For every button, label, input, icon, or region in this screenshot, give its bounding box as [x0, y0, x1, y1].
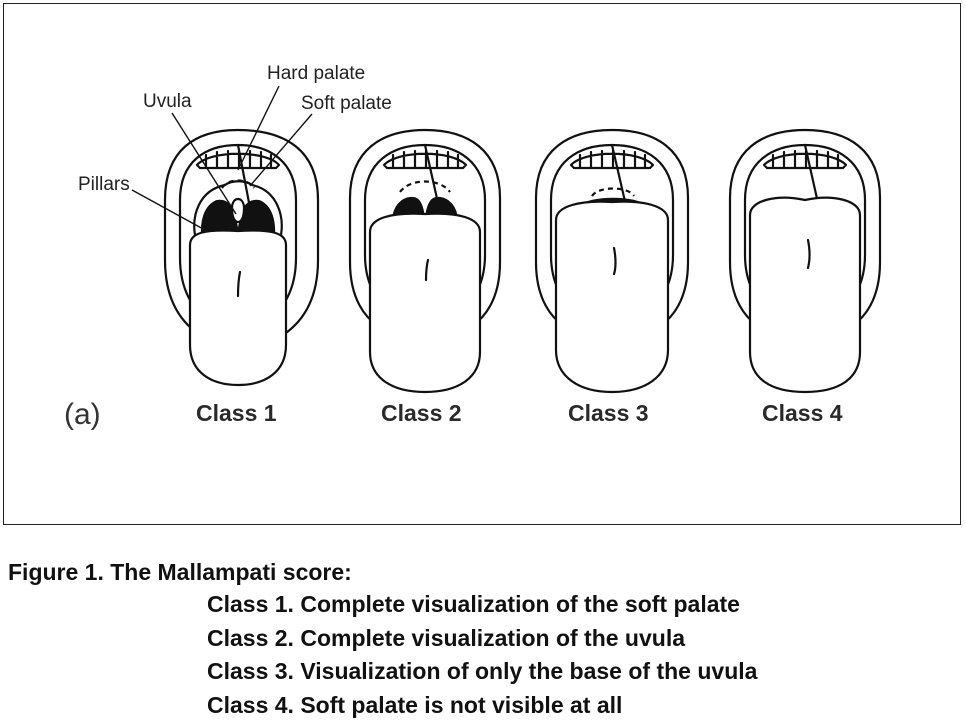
class-2-soft-palate [399, 180, 451, 193]
caption-item-class-4: Class 4. Soft palate is not visible at a… [207, 691, 623, 718]
caption-title: Figure 1. The Mallampati score: [8, 559, 352, 585]
class-2-tongue [368, 212, 482, 394]
panel-label: (a) [64, 398, 101, 431]
figure-caption: Figure 1. The Mallampati score: Class 1.… [8, 556, 958, 722]
class-2-pillars-right [425, 196, 458, 217]
annotation-leaders [131, 85, 313, 231]
class-3-tongue-line [612, 246, 617, 276]
class-4-teeth [762, 149, 848, 170]
pillars-leader [131, 189, 206, 231]
mallampati-diagram: Hard palate Uvula Soft palate Pillars (a… [64, 63, 882, 431]
uvula-label: Uvula [143, 91, 192, 112]
class-2-label: Class 2 [381, 400, 462, 426]
class-2-mouth [348, 128, 502, 394]
caption-item-class-1: Class 1. Complete visualization of the s… [207, 591, 740, 617]
class-1-mouth [163, 128, 320, 387]
soft-palate-leader [249, 113, 313, 187]
class-1-teeth [195, 149, 281, 170]
hard-palate-label: Hard palate [267, 63, 365, 84]
caption-item-class-3: Class 3. Visualization of only the base … [207, 658, 758, 684]
class-1-label: Class 1 [196, 400, 277, 426]
caption-item-class-2: Class 2. Complete visualization of the u… [207, 624, 686, 651]
class-2-tongue-line [424, 258, 430, 282]
uvula-leader [171, 112, 237, 215]
hard-palate-leader [237, 85, 280, 171]
class-3-teeth [569, 149, 655, 170]
class-1-tongue [188, 229, 288, 387]
class-1-uvula [230, 197, 246, 224]
class-1-soft-palate [221, 179, 255, 189]
class-4-tongue [748, 196, 862, 394]
class-4-label: Class 4 [762, 400, 843, 426]
soft-palate-label: Soft palate [301, 93, 392, 114]
class-3-soft-palate [591, 187, 635, 197]
class-4-mouth [728, 128, 882, 394]
class-3-label: Class 3 [568, 400, 649, 426]
class-3-mouth [534, 128, 690, 394]
caption-list: Class 1. Complete visualization of the s… [8, 588, 958, 722]
class-4-tongue-line [806, 238, 811, 270]
pillars-label: Pillars [78, 174, 130, 195]
class-2-pillars-left [392, 196, 425, 217]
class-3-tongue [554, 200, 670, 394]
class-1-tongue-line [236, 270, 242, 298]
class-2-teeth [382, 149, 468, 170]
